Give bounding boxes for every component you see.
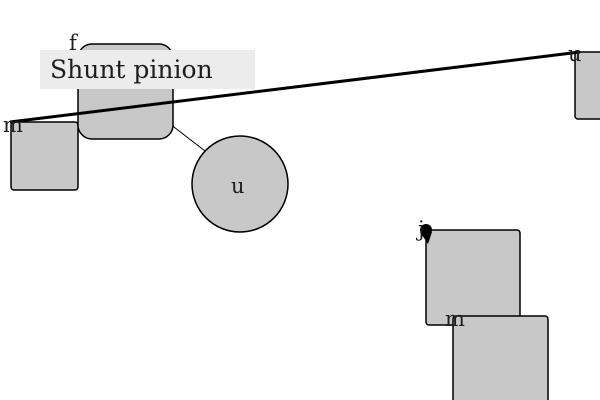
right-square-label: u xyxy=(568,42,582,66)
bottom-square-label: m xyxy=(445,307,465,331)
middle-square-label: j xyxy=(415,217,425,241)
circle-node[interactable] xyxy=(191,135,289,233)
title-background xyxy=(40,50,255,89)
edge-rounded-square-to-circle xyxy=(169,123,210,155)
circle-label: u xyxy=(231,174,245,198)
rounded-square-label: f xyxy=(69,31,79,55)
middle-square-node[interactable] xyxy=(425,229,521,326)
arrowhead-tip xyxy=(420,232,432,244)
left-square-node[interactable] xyxy=(10,121,79,191)
diagram-title: Shunt pinion xyxy=(50,55,213,84)
bottom-square-node[interactable] xyxy=(452,315,549,400)
left-square-label: m xyxy=(3,113,23,137)
right-square-node[interactable] xyxy=(574,51,600,120)
edge-left-square-to-right-square xyxy=(9,50,581,124)
